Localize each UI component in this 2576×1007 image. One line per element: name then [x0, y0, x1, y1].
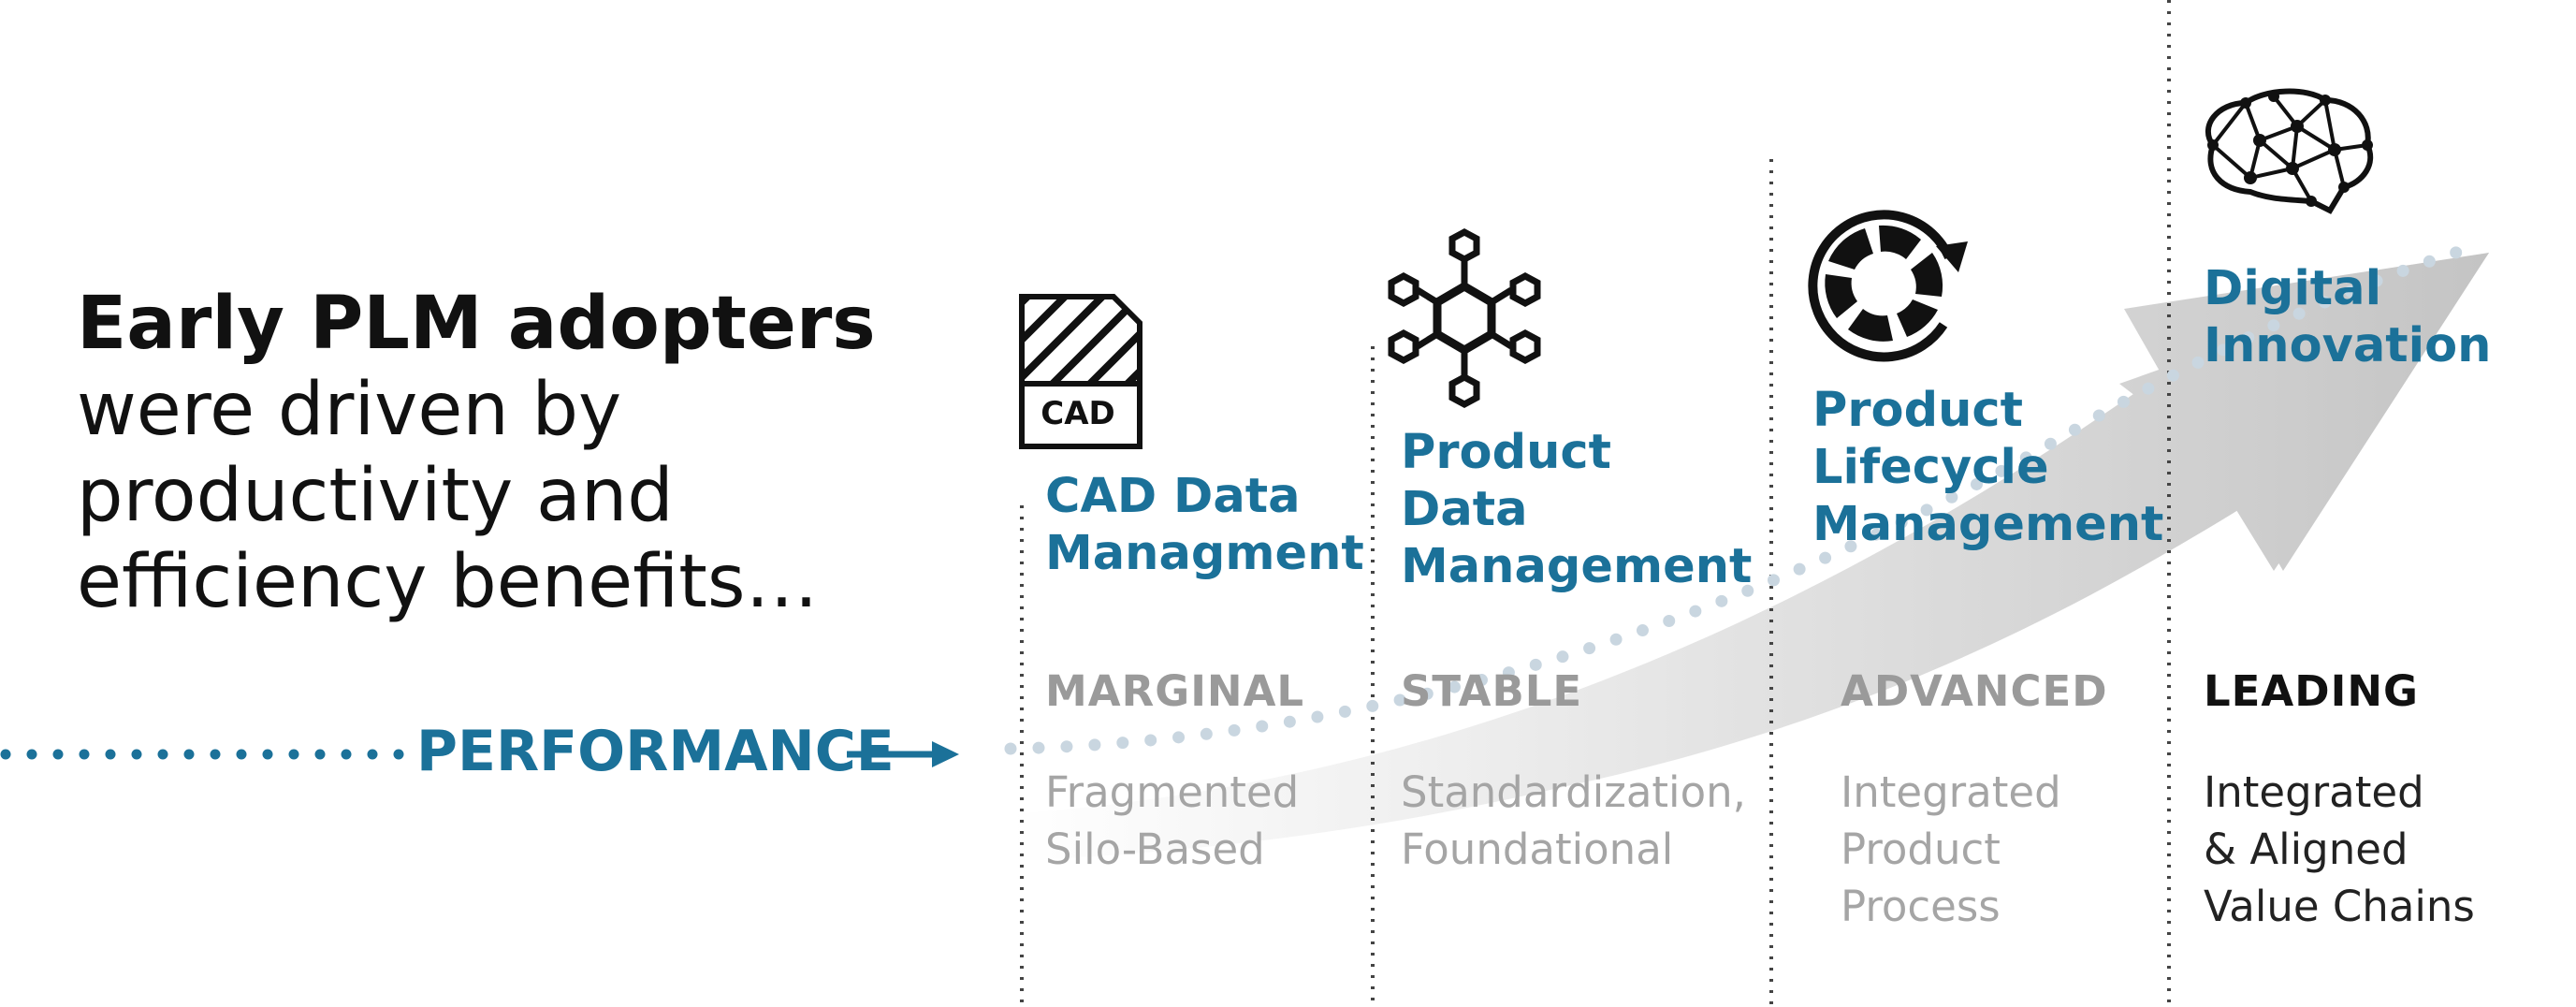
lifecycle-cycle-icon	[1808, 210, 1968, 362]
performance-dotted-line	[0, 749, 404, 760]
stage-title-line: Product	[1401, 425, 1611, 480]
stage-title-line: CAD Data	[1045, 469, 1301, 524]
stage-description-line: Value Chains	[2204, 882, 2475, 931]
stage-title-line: Management	[1812, 497, 2164, 552]
stage-description-plm: Integrated Product Process	[1841, 764, 2061, 935]
stage-title-line: Digital	[2204, 261, 2382, 316]
stage-title-line: Product	[1812, 383, 2023, 438]
stage-description-line: Product	[1841, 825, 2001, 874]
stage-title-digital-innovation: Digital Innovation	[2204, 260, 2492, 374]
intro-text: Early PLM adopters were driven by produc…	[77, 281, 876, 625]
stage-description-pdm: Standardization, Foundational	[1401, 764, 1746, 878]
intro-headline: Early PLM adopters	[77, 282, 876, 366]
cad-file-icon	[1019, 294, 1142, 449]
stage-description-line: Fragmented	[1045, 767, 1300, 817]
performance-label: PERFORMANCE	[416, 719, 895, 784]
molecule-network-icon	[1388, 228, 1541, 408]
intro-line-1: were driven by	[77, 368, 622, 452]
stage-description-digital-innovation: Integrated & Aligned Value Chains	[2204, 764, 2475, 935]
stage-title-line: Management	[1401, 539, 1753, 594]
cad-icon-label: CAD	[1041, 395, 1115, 432]
stage-description-line: Process	[1841, 882, 2001, 931]
stage-level-advanced: ADVANCED	[1841, 666, 2108, 716]
stage-description-line: Standardization,	[1401, 767, 1746, 817]
neural-brain-icon	[2205, 88, 2374, 214]
stage-description-line: Integrated	[1841, 767, 2061, 817]
stage-description-cad: Fragmented Silo-Based	[1045, 764, 1299, 878]
stage-level-leading: LEADING	[2204, 666, 2419, 716]
stage-title-cad: CAD Data Managment	[1045, 468, 1364, 582]
stage-title-line: Lifecycle	[1812, 440, 2049, 495]
stage-title-line: Data	[1401, 482, 1528, 537]
intro-line-3: efficiency benefits…	[77, 540, 819, 624]
stage-title-pdm: Product Data Management	[1401, 424, 1752, 595]
stage-description-line: Foundational	[1401, 825, 1674, 874]
performance-curve-dots	[1004, 241, 2477, 755]
intro-line-2: productivity and	[77, 454, 674, 538]
stage-level-marginal: MARGINAL	[1045, 666, 1305, 716]
stage-description-line: Silo-Based	[1045, 825, 1265, 874]
stage-title-line: Innovation	[2204, 318, 2492, 373]
stage-level-stable: STABLE	[1401, 666, 1583, 716]
stage-title-line: Managment	[1045, 526, 1364, 581]
performance-arrow-icon	[847, 741, 959, 767]
stage-title-plm: Product Lifecycle Management	[1812, 382, 2163, 553]
stage-description-line: & Aligned	[2204, 825, 2409, 874]
stage-description-line: Integrated	[2204, 767, 2424, 817]
